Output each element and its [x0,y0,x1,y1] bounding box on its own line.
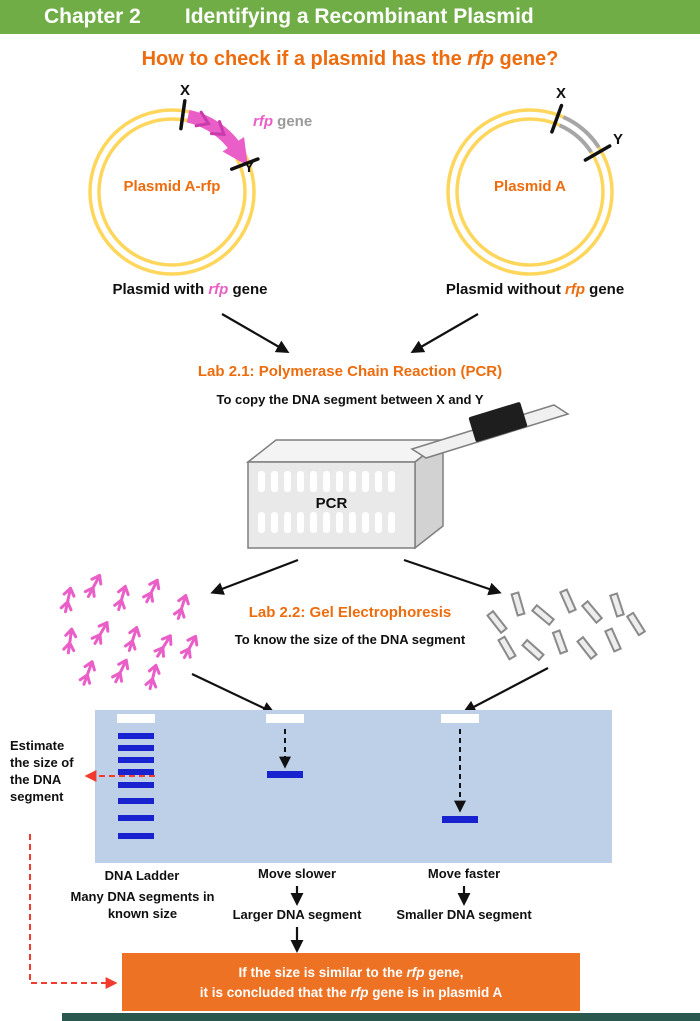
header-bar: Chapter 2 Identifying a Recombinant Plas… [0,0,700,34]
gray-segment [558,115,601,154]
footer-bar [62,1013,700,1021]
move-faster-label: Move faster [427,866,501,881]
sample-band-large [267,771,303,778]
lab21-title: Lab 2.1: Polymerase Chain Reaction (PCR) [197,363,503,380]
text-part: gene [273,113,313,130]
gel-well-middle [266,714,304,723]
flow-arrows-to-gel [191,667,549,714]
text-part: gene, [424,964,464,980]
question-heading: How to check if a plasmid has the rfp ge… [0,48,700,71]
plasmid-right-rings [446,108,614,276]
conclusion-box: If the size is similar to the rfp gene, … [122,953,580,1011]
rfp-gene-text: rfp [406,964,425,980]
lab22-title: Lab 2.2: Gel Electrophoresis [248,604,452,621]
text-part: gene [228,281,268,298]
plasmid-right-name: Plasmid A [494,178,566,195]
dna-fragments-pink [59,573,199,691]
move-slower-label: Move slower [257,866,337,881]
ladder-label: DNA Ladder [104,868,180,883]
lab22-subtitle: To know the size of the DNA segment [234,632,466,647]
sample-band-small [442,816,478,823]
flow-arrows-below-gel [290,886,471,953]
chapter-label: Chapter 2 [44,5,141,28]
text-part: Plasmid with [112,281,209,298]
gel-well-ladder [117,714,155,723]
text-part: gene is in plasmid A [368,984,503,1000]
gel [95,710,612,863]
rfp-gene-arrow [186,109,248,166]
flow-arrows-to-pcr [221,313,479,353]
gel-well-right [441,714,479,723]
rfp-gene-text: rfp [208,281,229,298]
cut-site-y-left: Y [244,159,255,176]
page-title: Identifying a Recombinant Plasmid [184,5,534,28]
conclusion-line2: it is concluded that the rfp gene is in … [200,985,503,1000]
pcr-lid-handle [468,402,528,442]
cut-site-y-right: Y [613,131,624,148]
plasmid-left-rings [88,108,256,276]
ladder-bands [118,733,154,839]
pcr-machine-label: PCR [315,495,348,512]
text-part: it is concluded that the [199,984,351,1000]
lab21-subtitle: To copy the DNA segment between X and Y [216,392,484,407]
larger-segment-label: Larger DNA segment [232,907,362,922]
text-part: gene [585,281,625,298]
ladder-note: Many DNA segments in known size [70,889,215,921]
flow-arrows-from-pcr [210,558,502,596]
plasmid-left-caption: Plasmid with rfp gene [75,280,305,299]
text-part: gene? [493,48,559,70]
rfp-gene-text: rfp [467,48,494,70]
estimate-note: Estimate the size of the DNA segment [10,738,74,804]
conclusion-connector [29,834,118,989]
text-part: If the size is similar to the [238,964,407,980]
pcr-slots [258,471,395,533]
smaller-segment-label: Smaller DNA segment [396,907,532,922]
rfp-gene-label: rfp gene [253,112,312,131]
cut-site-x-right: X [555,85,566,102]
rfp-gene-text: rfp [253,113,273,130]
rfp-gene-text: rfp [350,984,369,1000]
pcr-machine [245,402,570,550]
plasmid-right-caption: Plasmid without rfp gene [415,280,655,299]
rfp-gene-text: rfp [565,281,585,298]
text-part: Plasmid without [445,281,565,298]
plasmid-left-cut-marks [179,99,260,171]
text-part: How to check if a plasmid has the [141,48,468,70]
cut-site-x-left: X [179,82,190,99]
plasmid-left-name: Plasmid A-rfp [123,178,221,195]
plasmid-right-cut-marks [550,103,612,162]
dna-fragments-gray [486,588,647,662]
conclusion-line1: If the size is similar to the rfp gene, [238,965,463,980]
